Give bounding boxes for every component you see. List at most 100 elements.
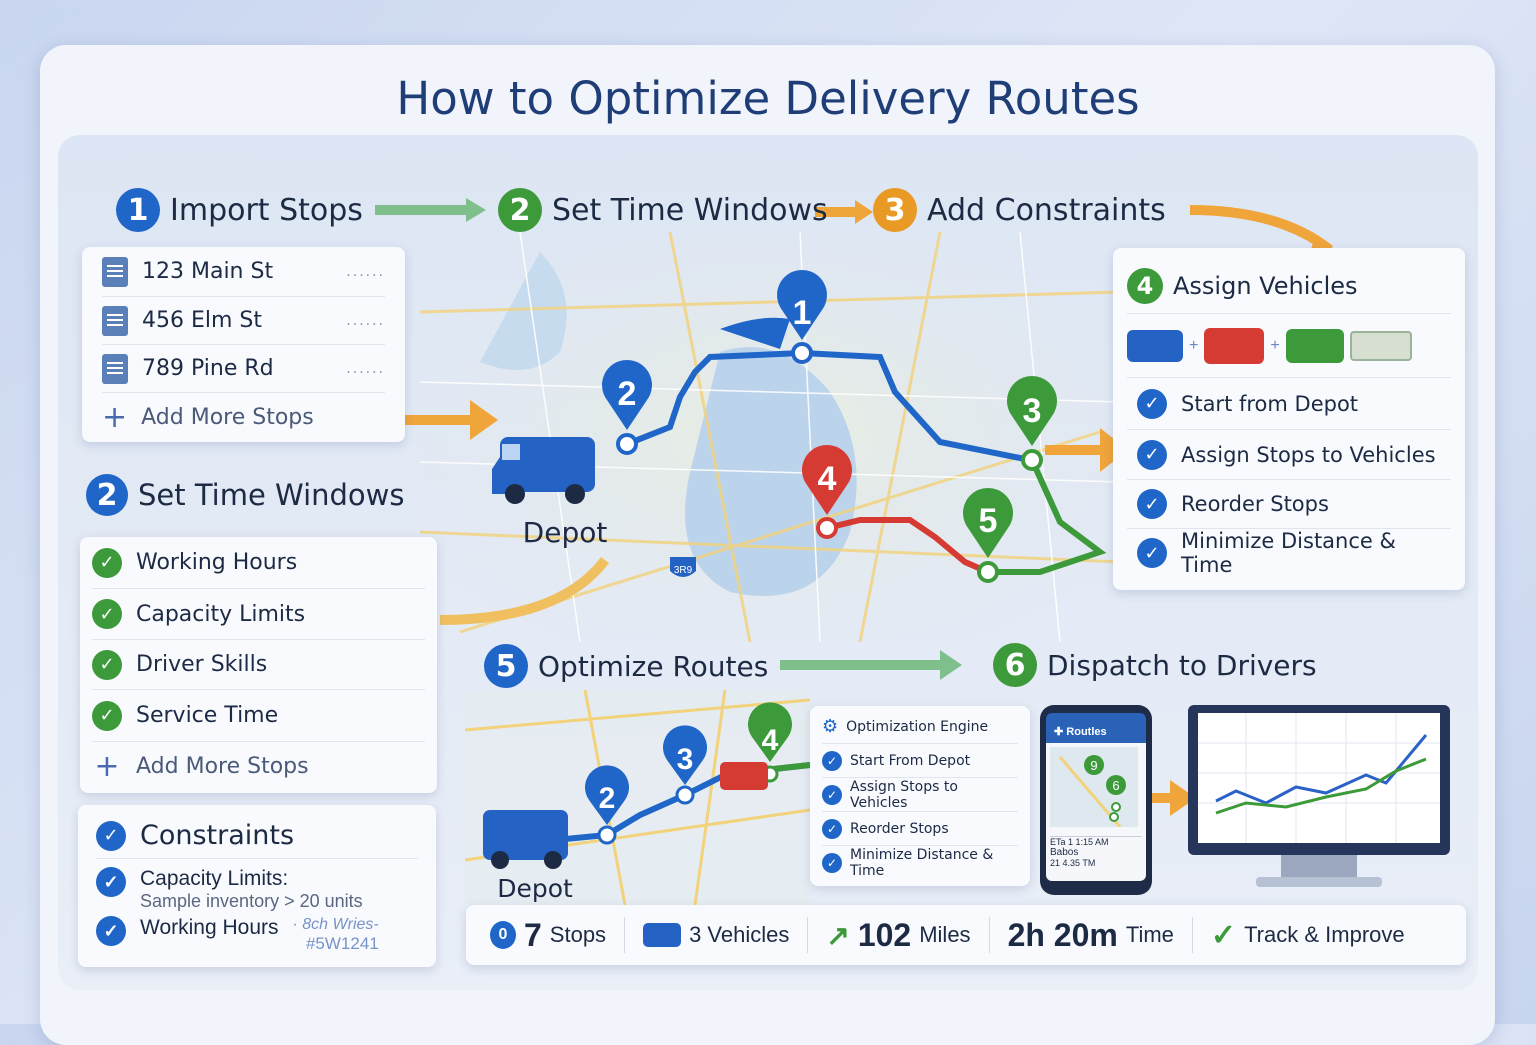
item-label: Minimize Distance & Time bbox=[850, 847, 994, 879]
van-icon bbox=[643, 923, 682, 947]
document-icon bbox=[102, 305, 128, 336]
document-icon bbox=[102, 353, 128, 384]
step-label: Import Stops bbox=[170, 192, 363, 228]
svg-text:9: 9 bbox=[1090, 758, 1097, 773]
item-label: Capacity Limits bbox=[136, 601, 306, 627]
red-route bbox=[826, 517, 990, 575]
depot-label: Depot bbox=[497, 874, 573, 903]
check-icon: ✓ bbox=[92, 649, 122, 680]
map-pin-1: 1 bbox=[777, 270, 827, 340]
stop-item[interactable]: 456 Elm St...... bbox=[102, 297, 385, 345]
van-icon bbox=[492, 437, 595, 504]
check-icon: ✓ bbox=[1137, 489, 1167, 519]
time-window-item: ✓ Driver Skills bbox=[92, 640, 425, 690]
step-number: 5 bbox=[484, 644, 528, 688]
assign-item: ✓Assign Stops to Vehicles bbox=[1127, 430, 1451, 480]
time-window-item: ✓ Capacity Limits bbox=[92, 589, 425, 640]
gear-icon: ⚙ bbox=[822, 716, 839, 737]
stops-label: Stops bbox=[549, 922, 607, 947]
map-pin-2: 2 bbox=[602, 360, 652, 430]
water-body bbox=[480, 252, 567, 370]
assign-item: ✓Start from Depot bbox=[1127, 378, 1451, 430]
app-header: Routles bbox=[1066, 726, 1107, 738]
constraint-detail: Sample inventory > 20 units bbox=[140, 891, 363, 911]
item-label: Assign Stops to Vehicles bbox=[850, 778, 958, 811]
add-more-stops-button[interactable]: + Add More Stops bbox=[92, 742, 425, 790]
plus-icon: + bbox=[94, 748, 120, 784]
check-icon: ✓ bbox=[1137, 439, 1167, 470]
map-pin-3: 3 bbox=[663, 725, 707, 785]
stops-count: 7 bbox=[524, 916, 542, 953]
green-route bbox=[988, 458, 1107, 575]
drag-handle: ...... bbox=[346, 263, 385, 280]
stop-item[interactable]: 123 Main St...... bbox=[102, 247, 385, 297]
vehicle-fleet: + + bbox=[1127, 314, 1451, 378]
item-label: Reorder Stops bbox=[850, 820, 949, 837]
map-pin-2: 2 bbox=[585, 765, 629, 825]
check-icon: ✓ bbox=[96, 916, 126, 946]
check-icon: ✓ bbox=[92, 547, 122, 578]
red-van-icon bbox=[1204, 327, 1265, 364]
step-number: 1 bbox=[116, 188, 160, 232]
item-label: Start from Depot bbox=[1181, 391, 1359, 416]
depot-label: Depot bbox=[523, 516, 608, 549]
drag-handle: ...... bbox=[346, 360, 385, 377]
stops-icon: 0 bbox=[490, 921, 516, 949]
map-pin-9: 9 bbox=[1084, 755, 1104, 775]
step-import-stops: 1 Import Stops bbox=[116, 188, 363, 232]
check-icon: ✓ bbox=[92, 599, 122, 629]
check-icon: ✓ bbox=[92, 700, 122, 731]
dashboard-monitor bbox=[1188, 705, 1450, 887]
step-number: 4 bbox=[1127, 267, 1163, 304]
svg-text:5: 5 bbox=[979, 502, 998, 540]
constraint-label: Working Hours bbox=[140, 916, 279, 939]
check-icon: ✓ bbox=[822, 818, 842, 839]
stop-address: 789 Pine Rd bbox=[142, 356, 274, 381]
add-label: Add More Stops bbox=[141, 404, 314, 430]
add-label: Add More Stops bbox=[136, 753, 309, 779]
blue-trend-line bbox=[1215, 734, 1428, 805]
route-stops bbox=[616, 342, 1043, 583]
step-number: 2 bbox=[86, 474, 128, 516]
add-more-stops-button[interactable]: +Add More Stops bbox=[102, 393, 385, 441]
svg-text:3: 3 bbox=[677, 743, 694, 776]
item-label: Reorder Stops bbox=[1181, 492, 1329, 516]
check-trend-icon: ✓ bbox=[1210, 918, 1237, 952]
truck-icon bbox=[1349, 330, 1412, 361]
map-pin-3: 3 bbox=[1006, 375, 1057, 446]
stop-address: 123 Main St bbox=[142, 259, 274, 284]
assign-item: ✓ Reorder Stops bbox=[1127, 480, 1451, 529]
time-label: Time bbox=[1125, 922, 1174, 947]
route-map: 1 2 3 4 5 Depot 3R9 bbox=[420, 232, 1120, 642]
step-label: Dispatch to Drivers bbox=[1047, 648, 1317, 682]
red-van-icon bbox=[720, 762, 768, 790]
document-icon bbox=[102, 256, 128, 287]
stop-item[interactable]: 789 Pine Rd...... bbox=[102, 345, 385, 393]
check-icon: ✓ bbox=[822, 853, 842, 873]
svg-text:1: 1 bbox=[793, 294, 812, 332]
constraint-detail: · 8ch Wries- bbox=[292, 916, 379, 933]
plus-icon: ✚ bbox=[1054, 726, 1067, 738]
section-title: Assign Vehicles bbox=[1173, 271, 1358, 300]
time-windows-list: ✓Working Hours ✓ Capacity Limits ✓ Driver … bbox=[80, 537, 437, 793]
step-label: Add Constraints bbox=[927, 192, 1166, 228]
section-title: Set Time Windows bbox=[138, 478, 405, 512]
map-pin-6: 6 bbox=[1106, 775, 1126, 795]
svg-text:3R9: 3R9 bbox=[674, 565, 693, 576]
panel-title: Optimization Engine bbox=[846, 718, 989, 735]
step-number: 6 bbox=[993, 643, 1037, 687]
constraint-code: #5W1241 bbox=[305, 934, 379, 953]
stop-address: 456 Elm St bbox=[142, 308, 263, 333]
van-icon bbox=[483, 810, 568, 869]
track-label: Track & Improve bbox=[1244, 922, 1405, 947]
time-value: 2h 20m bbox=[1007, 916, 1118, 953]
route-code: 21 4.35 TM bbox=[1050, 858, 1096, 868]
svg-text:2: 2 bbox=[599, 782, 616, 815]
assign-item: ✓Minimize Distance & Time bbox=[1127, 529, 1451, 577]
item-label: Driver Skills bbox=[136, 652, 268, 677]
time-window-item: ✓Working Hours bbox=[92, 537, 425, 589]
